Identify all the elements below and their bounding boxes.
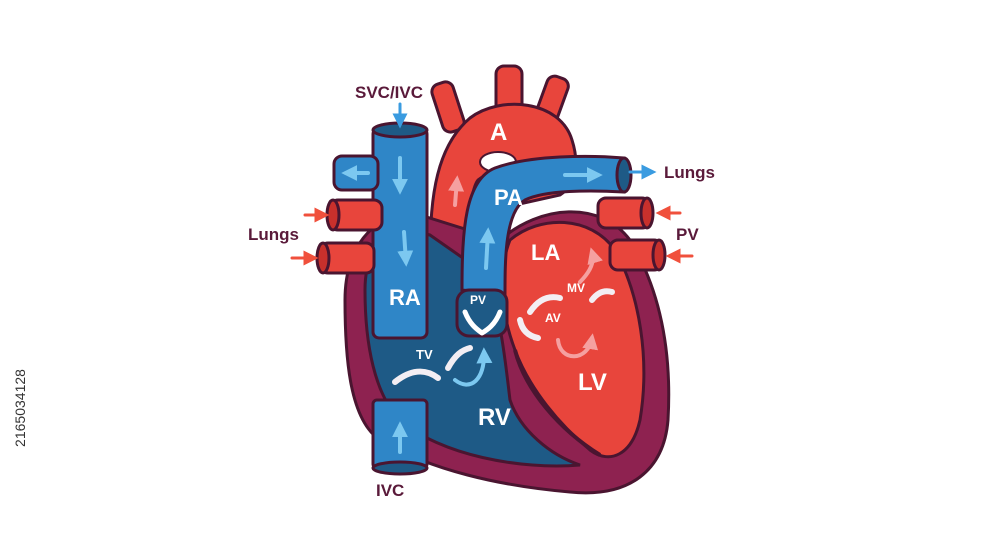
label-mitral-valve: MV [567, 281, 585, 295]
label-tricuspid-valve: TV [416, 347, 433, 362]
label-left-atrium: LA [531, 240, 560, 265]
flow-arrow-aorta [448, 175, 465, 207]
flow-arrow-ra [397, 230, 414, 267]
label-ivc: IVC [376, 481, 404, 500]
stock-id-text: 2165034128 [12, 369, 28, 447]
label-lungs-in: Lungs [248, 225, 299, 244]
stock-id-watermark: 2165034128 [10, 300, 32, 520]
label-right-ventricle: RV [478, 404, 511, 431]
label-pulmonary-artery: PA [494, 185, 523, 210]
pulmonary-veins-left [315, 198, 384, 275]
tricuspid-valve-shape [392, 368, 441, 385]
flow-arrow-la [578, 247, 603, 284]
label-pulmonary-valve: PV [470, 293, 486, 307]
aortic-valve-shape [517, 317, 541, 341]
label-lungs-out: Lungs [664, 163, 715, 182]
flow-arrow-pa-up [479, 227, 496, 270]
label-right-atrium: RA [389, 285, 421, 310]
flow-arrow-rv [453, 347, 493, 387]
mitral-valve-shape [589, 288, 615, 303]
label-aortic-valve: AV [545, 311, 561, 325]
label-aorta: A [490, 119, 507, 146]
pulmonary-valve-shape [455, 288, 509, 338]
label-pv-veins: PV [676, 225, 699, 244]
flow-arrow-lv [556, 333, 599, 359]
label-left-ventricle: LV [578, 369, 607, 396]
left-heart-chambers [500, 220, 646, 459]
label-svc-ivc: SVC/IVC [355, 83, 423, 102]
pulmonary-veins-right [596, 196, 667, 272]
